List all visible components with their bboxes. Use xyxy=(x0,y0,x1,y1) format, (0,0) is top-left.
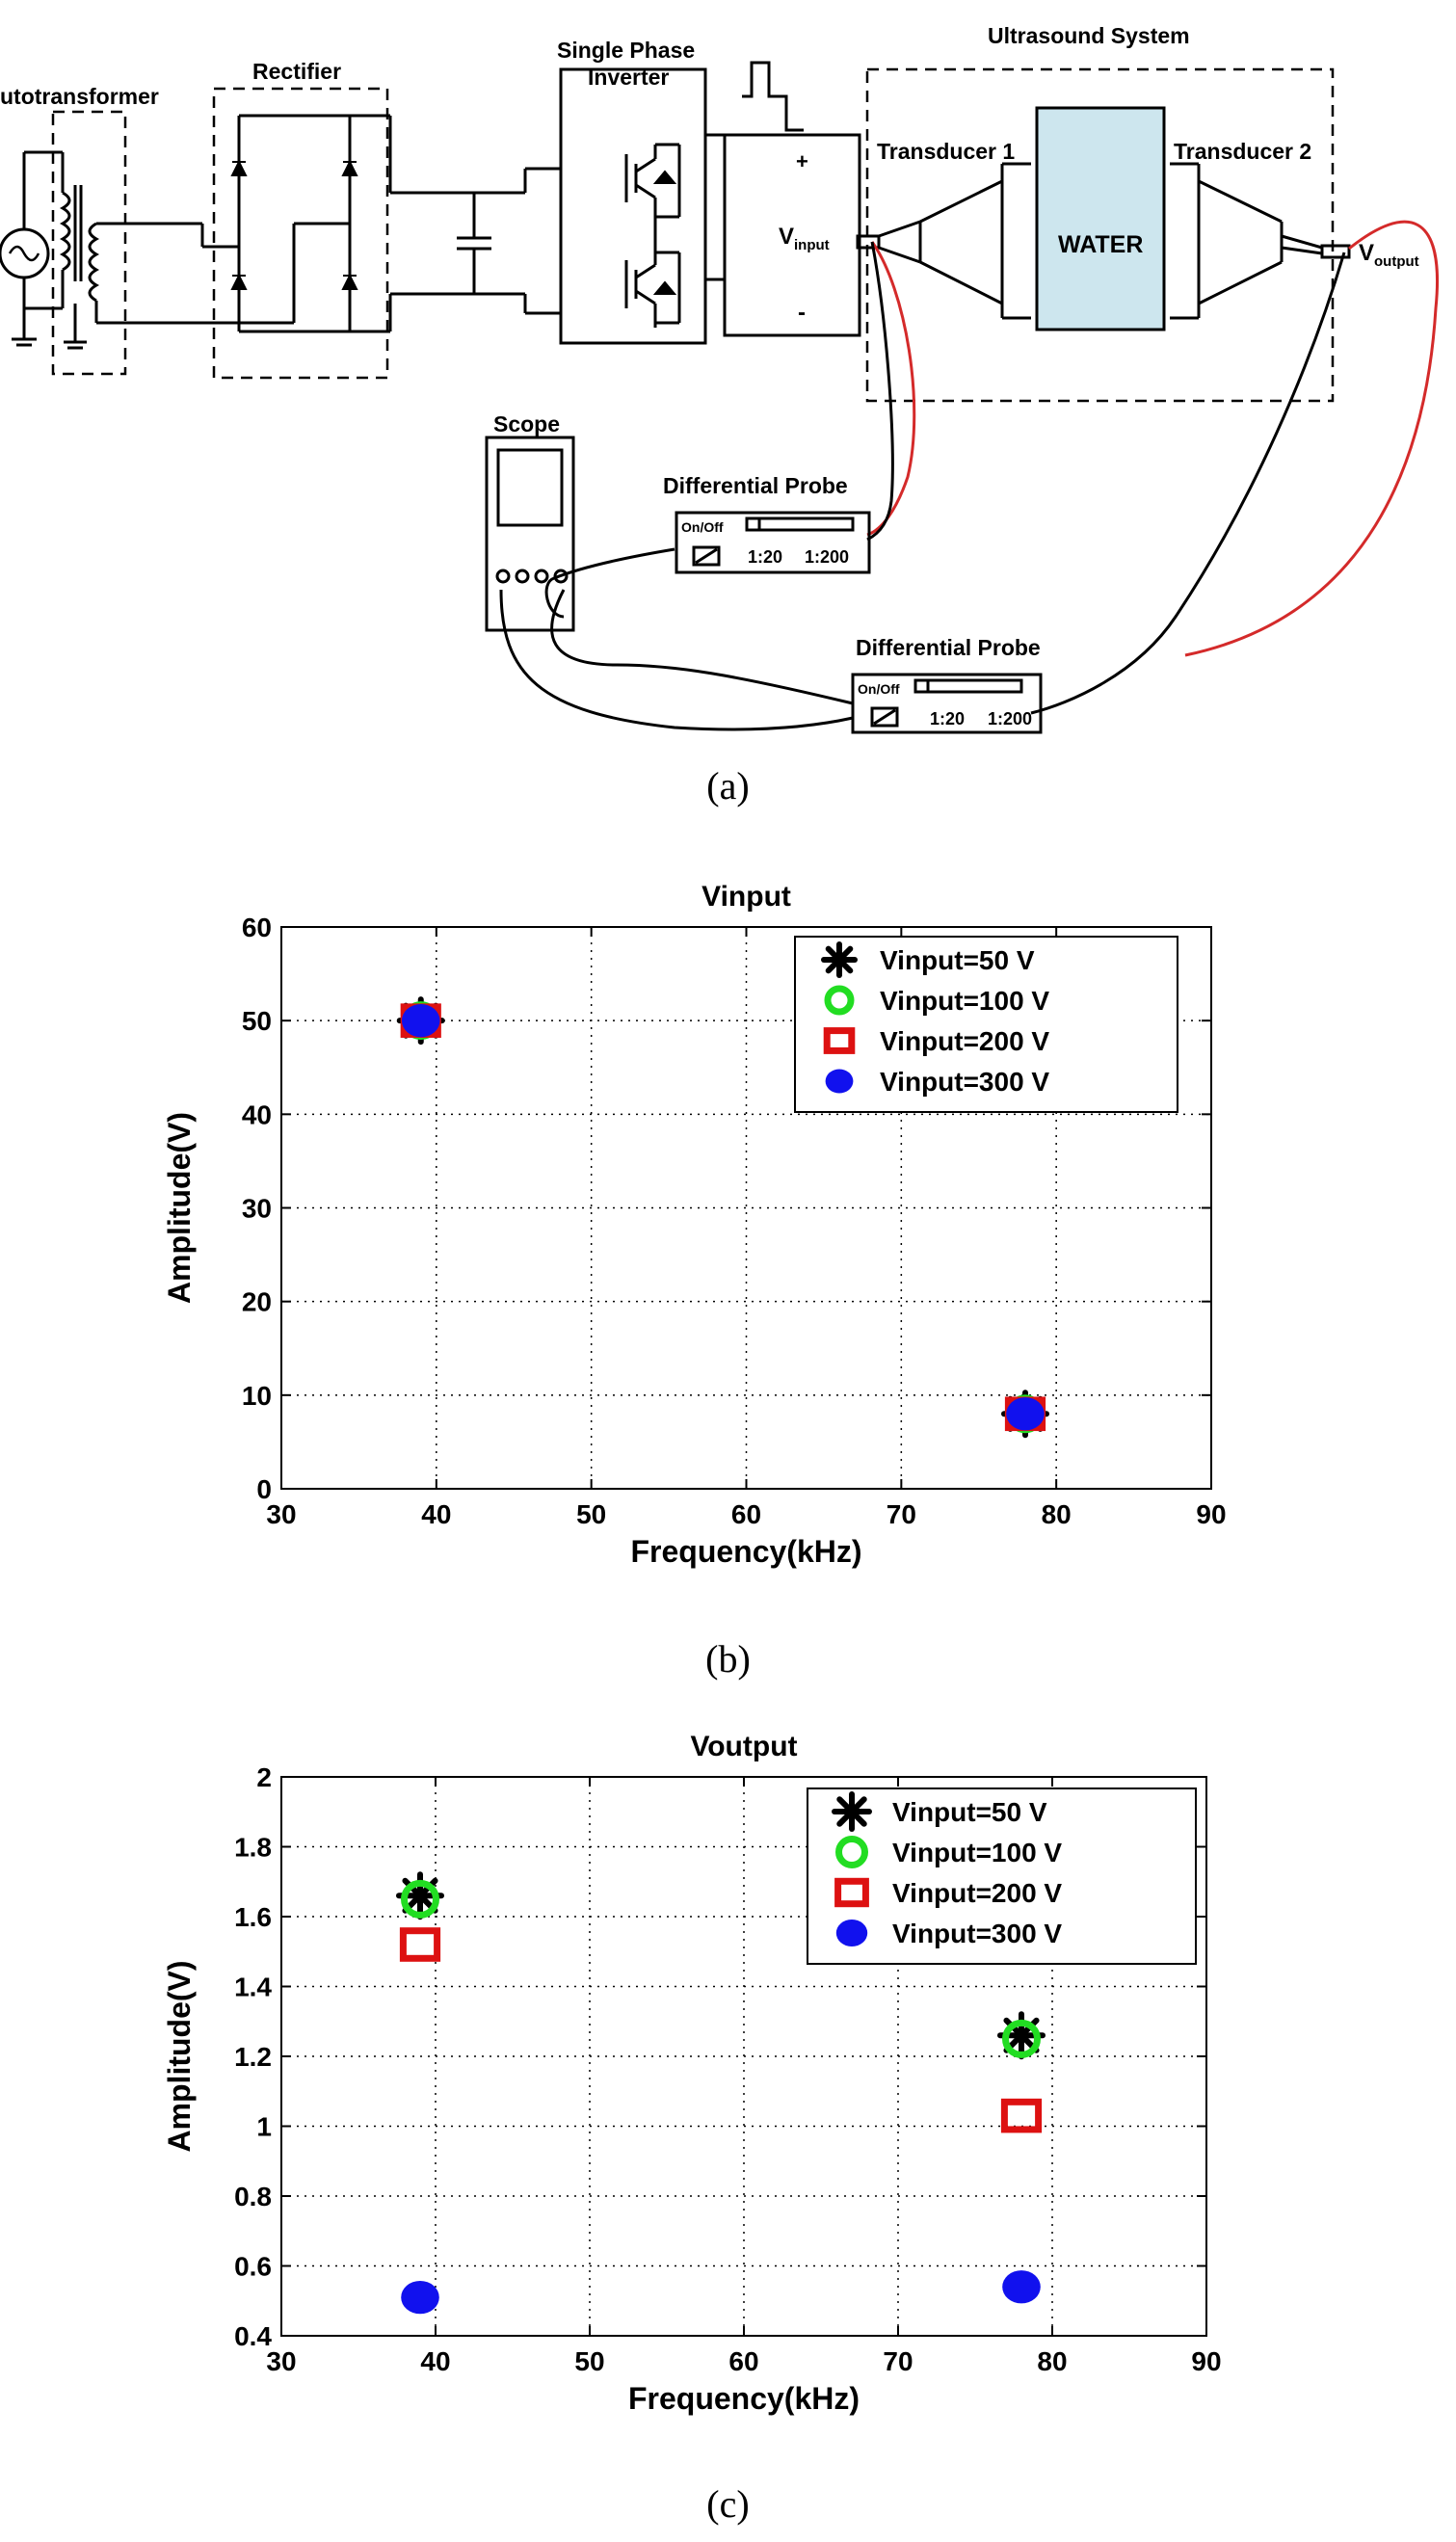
data-point xyxy=(401,1879,439,1919)
circuit-schematic: utotransformer Rectifier Single Phase In… xyxy=(0,23,1439,734)
caption-b: (b) xyxy=(705,1637,751,1681)
legend-marker xyxy=(821,941,858,978)
caption-a: (a) xyxy=(706,764,750,808)
y-tick-label: 0.8 xyxy=(234,2182,272,2211)
voutput-chart: 30 40 50 60 70 80 90 0.4 0.6 0.8 1 1.2 1.4 1.6 1.8 2 Vou… xyxy=(162,1731,1222,2416)
legend-entry: Vinput=50 V xyxy=(892,1797,1047,1827)
x-tick-label: 60 xyxy=(728,2346,758,2376)
x-tick-label: 40 xyxy=(420,2346,450,2376)
probe1-ratio-20: 1:20 xyxy=(748,547,782,567)
autotransformer-label: utotransformer xyxy=(0,84,159,109)
data-points xyxy=(396,996,1049,1439)
chart-title: Vinput xyxy=(702,881,791,913)
legend-entry: Vinput=200 V xyxy=(880,1026,1049,1056)
legend-entry: Vinput=100 V xyxy=(880,986,1049,1016)
x-tick-label: 80 xyxy=(1037,2346,1067,2376)
legend-box xyxy=(807,1787,1197,1965)
legend-box xyxy=(794,936,1178,1113)
probe1-title: Differential Probe xyxy=(663,473,848,498)
y-tick-label: 1.2 xyxy=(234,2042,272,2072)
legend-entry: Vinput=300 V xyxy=(880,1067,1049,1097)
legend-entry: Vinput=100 V xyxy=(892,1838,1062,1867)
chart-title: Voutput xyxy=(690,1731,797,1762)
scope-label: Scope xyxy=(493,411,560,437)
legend-marker xyxy=(823,1027,856,1054)
probe2-onoff: On/Off xyxy=(858,681,900,697)
x-tick-label: 50 xyxy=(576,1499,606,1529)
y-tick-label: 30 xyxy=(242,1194,272,1224)
legend-marker xyxy=(825,1069,854,1094)
y-tick-label: 1 xyxy=(256,2112,272,2142)
data-point xyxy=(401,1004,440,1038)
probe2-title: Differential Probe xyxy=(856,635,1041,660)
grid xyxy=(281,1777,1206,2336)
water-label: WATER xyxy=(1058,231,1143,258)
y-tick-label: 20 xyxy=(242,1287,272,1317)
y-tick-label: 0 xyxy=(256,1474,272,1504)
y-tick-label: 0.4 xyxy=(234,2321,272,2351)
y-tick-label: 1.4 xyxy=(234,1973,272,2002)
transducer1-label: Transducer 1 xyxy=(877,139,1015,164)
voutput-label: Voutput xyxy=(1359,240,1419,270)
y-axis-label: Amplitude(V) xyxy=(162,1960,197,2152)
y-tick-label: 0.6 xyxy=(234,2252,272,2282)
x-tick-label: 50 xyxy=(574,2346,604,2376)
inverter-label-line1: Single Phase xyxy=(557,38,695,63)
data-points xyxy=(396,1871,1046,2315)
x-axis-label: Frequency(kHz) xyxy=(630,1534,861,1569)
x-tick-label: 90 xyxy=(1196,1499,1226,1529)
x-tick-label: 70 xyxy=(887,1499,916,1529)
x-tick-label: 40 xyxy=(421,1499,451,1529)
probe1-onoff: On/Off xyxy=(681,519,724,535)
x-tick-label: 70 xyxy=(883,2346,913,2376)
data-point xyxy=(1006,1397,1045,1431)
rectifier-label: Rectifier xyxy=(252,59,341,84)
legend-marker xyxy=(835,1836,868,1868)
x-tick-label: 30 xyxy=(266,1499,296,1529)
data-point xyxy=(1002,2019,1041,2058)
ultrasound-system-label: Ultrasound System xyxy=(988,23,1190,48)
y-tick-label: 50 xyxy=(242,1006,272,1036)
probe2-ratio-200: 1:200 xyxy=(988,709,1032,728)
x-tick-label: 30 xyxy=(266,2346,296,2376)
x-tick-label: 90 xyxy=(1191,2346,1221,2376)
y-tick-label: 10 xyxy=(242,1381,272,1411)
x-tick-label: 60 xyxy=(731,1499,761,1529)
data-point xyxy=(399,1927,441,1962)
vinput-chart: 30 40 50 60 70 80 90 0 10 20 30 40 50 60 VinputFrequen… xyxy=(162,881,1227,1569)
legend-marker xyxy=(834,1877,869,1908)
legend-entry: Vinput=200 V xyxy=(892,1878,1062,1908)
transducer2-label: Transducer 2 xyxy=(1174,139,1311,164)
legend-entry: Vinput=50 V xyxy=(880,945,1035,975)
y-tick-label: 2 xyxy=(256,1762,272,1792)
y-tick-label: 1.8 xyxy=(234,1833,272,1863)
legend-entry: Vinput=300 V xyxy=(892,1919,1062,1948)
probe1-ratio-200: 1:200 xyxy=(805,547,849,567)
legend-marker xyxy=(835,1919,868,1947)
caption-c: (c) xyxy=(706,2482,750,2526)
plus-sign: + xyxy=(796,149,808,173)
data-point xyxy=(1002,2270,1041,2304)
x-axis-label: Frequency(kHz) xyxy=(628,2381,860,2416)
x-tick-label: 80 xyxy=(1042,1499,1072,1529)
legend: Vinput=50 V Vinput=100 V Vinput=200 V Vinpu… xyxy=(807,1787,1197,1965)
y-tick-label: 60 xyxy=(242,913,272,942)
data-point xyxy=(1000,2098,1043,2133)
y-tick-label: 40 xyxy=(242,1099,272,1129)
minus-sign: - xyxy=(798,300,806,326)
data-point xyxy=(401,2280,439,2315)
inverter-label-line2: Inverter xyxy=(588,65,669,90)
y-tick-label: 1.6 xyxy=(234,1902,272,1932)
legend-marker xyxy=(832,1791,872,1832)
probe2-ratio-20: 1:20 xyxy=(930,709,965,728)
legend-marker xyxy=(824,985,855,1016)
vinput-label: Vinput xyxy=(779,224,830,253)
y-axis-label: Amplitude(V) xyxy=(162,1112,197,1304)
legend: Vinput=50 V Vinput=100 V Vinput=200 V Vinpu… xyxy=(794,936,1178,1113)
